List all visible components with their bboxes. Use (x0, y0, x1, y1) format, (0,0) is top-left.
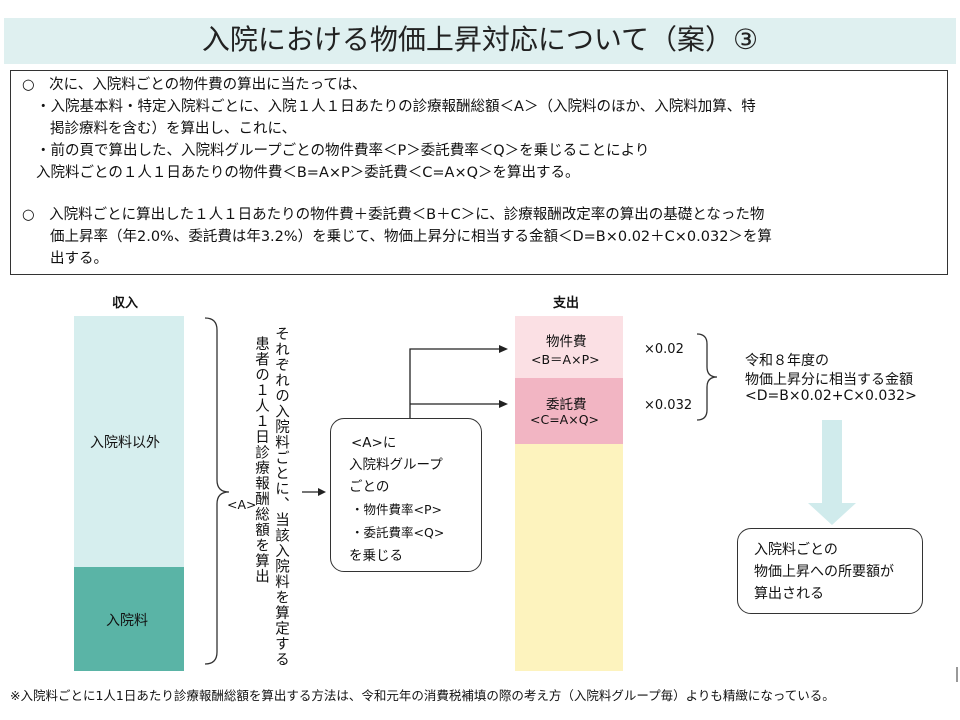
title-bar (4, 18, 956, 64)
final-box-line-1: 入院料ごとの (754, 542, 838, 558)
note-line-3: 掲診療料を含む）を算出し、これに、 (50, 121, 297, 137)
rate-1: ×0.02 (644, 342, 684, 357)
footnote: ※入院料ごとに1人1日あたり診療報酬総額を算出する方法は、令和元年の消費税補填の… (10, 688, 835, 703)
result-line-2: 物価上昇分に相当する金額 (745, 372, 913, 388)
result-line-1: 令和８年度の (745, 353, 829, 369)
final-result-box: 入院料ごとの 物価上昇への所要額が 算出される (737, 528, 923, 614)
group-box-line-1: <A>に (351, 435, 397, 451)
result-line-3: <D=B×0.02+C×0.032> (745, 388, 917, 404)
note-line-2: ・入院基本料・特定入院料ごとに、入院１人１日あたりの診療報酬総額＜A＞（入院料の… (36, 99, 756, 115)
expense-item2-title: 委託費 (546, 397, 587, 413)
vertical-text-left: 患者の１人１日診療報酬総額を算出 (253, 336, 269, 584)
income-brace (204, 317, 230, 665)
note-line-5: 入院料ごとの１人１日あたりの物件費＜B=A×P＞委託費＜C=A×Q＞を算出する。 (36, 165, 580, 181)
expense-label: 支出 (553, 296, 580, 311)
arrow-to-expense1-line (409, 348, 500, 418)
arrow-to-expense1-head (499, 345, 508, 353)
note-line-1: ○ 次に、入院料ごとの物件費の算出に当たっては、 (22, 77, 367, 93)
expense-item1-title: 物件費 (546, 334, 587, 350)
group-box-line-2: 入院料グループ (349, 457, 443, 473)
down-arrow (808, 420, 856, 525)
expense-item2-block (515, 378, 623, 444)
expense-item2-formula: <C=A×Q> (530, 412, 600, 427)
note-line-4: ・前の頁で算出した、入院料グループごとの物件費率＜P＞委託費率＜Q＞を乗じること… (36, 143, 650, 159)
note-line-6: ○ 入院料ごとに算出した１人１日あたりの物件費＋委託費＜B＋C＞に、診療報酬改定… (22, 207, 765, 223)
rate-brace (696, 333, 718, 421)
expense-remaining-block (515, 444, 623, 671)
explanation-box (10, 70, 948, 275)
arrow-to-group-head (318, 488, 326, 496)
group-box-line-3: ごとの (349, 479, 390, 495)
income-lower-label: 入院料 (106, 613, 148, 629)
expense-item1-block (515, 316, 623, 378)
income-label: 収入 (112, 296, 139, 311)
arrow-to-expense2-head (499, 400, 508, 408)
a-label: <A> (227, 497, 257, 512)
income-lower-block (74, 567, 184, 671)
expense-item1-formula: <B＝A×P> (531, 352, 600, 367)
income-upper-block (74, 316, 184, 567)
rate-2: ×0.032 (644, 398, 693, 413)
group-rate-box: <A>に 入院料グループ ごとの ・物件費率<P> ・委託費率<Q> を乗じる (330, 418, 482, 572)
income-upper-label: 入院料以外 (90, 435, 160, 451)
group-box-line-5: ・委託費率<Q> (351, 525, 445, 540)
page-title: 入院における物価上昇対応について（案）③ (201, 23, 759, 56)
group-box-line-6: を乗じる (349, 548, 403, 564)
vertical-text-right: それぞれの入院料ごとに、当該入院料を算定する (273, 326, 289, 667)
note-line-7: 価上昇率（年2.0%、委託費は年3.2%）を乗じて、物価上昇分に相当する金額＜D… (50, 229, 772, 245)
final-box-line-2: 物価上昇への所要額が (754, 564, 894, 580)
group-box-line-4: ・物件費率<P> (351, 502, 442, 517)
final-box-line-3: 算出される (754, 586, 824, 602)
note-line-8: 出する。 (50, 251, 108, 267)
